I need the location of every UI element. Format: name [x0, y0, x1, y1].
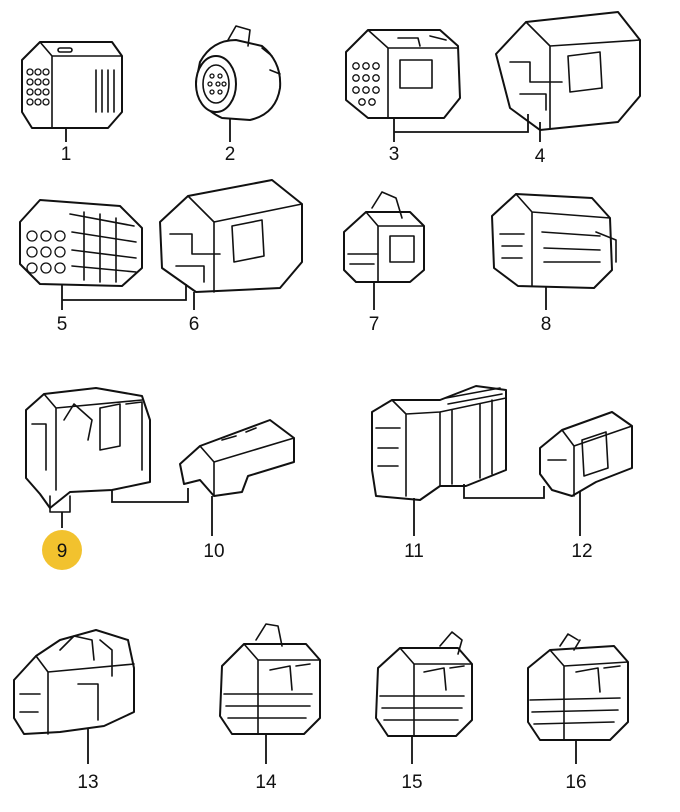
callout-10: 10: [203, 541, 224, 562]
callout-16: 16: [565, 772, 586, 793]
part-6-cover-cap[interactable]: [159, 179, 303, 293]
callout-14: 14: [255, 772, 277, 793]
callout-8: 8: [541, 314, 552, 335]
callout-13: 13: [77, 772, 98, 793]
part-1-connector-housing[interactable]: [21, 41, 123, 129]
part-14-housing[interactable]: [219, 623, 321, 735]
callout-9: 9: [57, 541, 68, 562]
part-5-contact-carrier[interactable]: [19, 199, 143, 287]
callout-11: 11: [404, 541, 424, 562]
callout-3: 3: [389, 144, 400, 165]
part-10-cover-cap[interactable]: [179, 419, 295, 497]
part-11-stacked-connector[interactable]: [371, 385, 507, 501]
part-7-small-housing[interactable]: [343, 191, 425, 283]
leader-line-5-6: [61, 284, 195, 310]
callout-7: 7: [369, 314, 380, 335]
callout-15: 15: [401, 772, 422, 793]
callout-6: 6: [189, 314, 200, 335]
leader-line-11-12: [413, 484, 581, 536]
highlight-marker: [42, 530, 82, 570]
callout-2: 2: [225, 144, 236, 165]
part-3-connector-housing[interactable]: [345, 29, 461, 119]
part-4-cover-cap[interactable]: [495, 11, 641, 131]
part-8-multipin-housing[interactable]: [491, 193, 617, 289]
callout-4: 4: [535, 146, 546, 167]
leader-line-9-10: [61, 488, 213, 536]
part-16-housing[interactable]: [527, 633, 629, 741]
part-12-cover-cap[interactable]: [539, 411, 633, 497]
callout-5: 5: [57, 314, 68, 335]
callout-1: 1: [61, 144, 72, 165]
leader-line-3-4: [393, 114, 541, 142]
part-13-housing[interactable]: [13, 629, 135, 735]
part-9-connector-housing[interactable]: [25, 387, 151, 513]
part-15-housing[interactable]: [375, 631, 473, 737]
part-2-round-connector[interactable]: [195, 25, 282, 121]
callout-12: 12: [571, 541, 592, 562]
